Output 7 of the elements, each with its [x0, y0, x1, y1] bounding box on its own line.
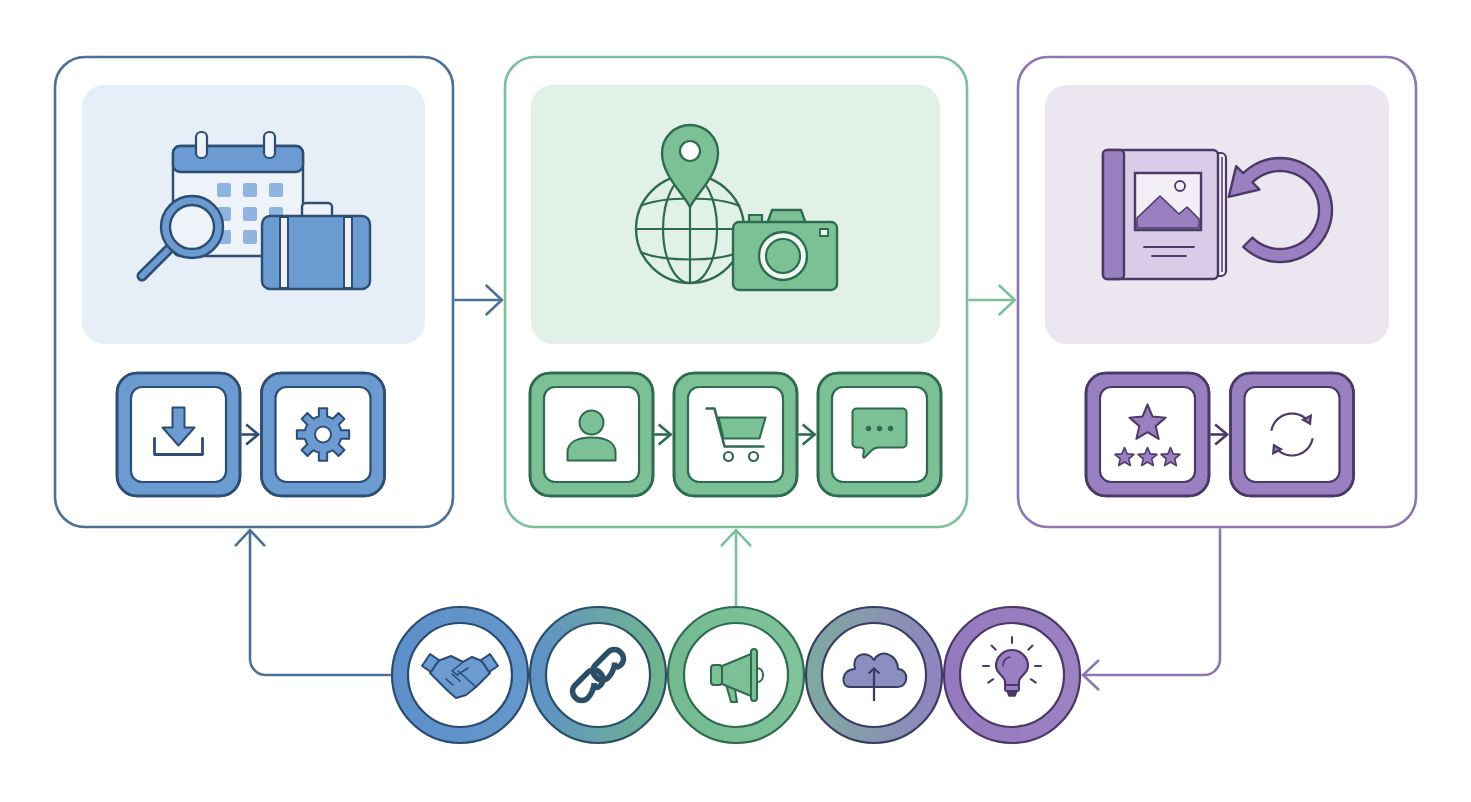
arrow — [234, 528, 391, 677]
arrow — [720, 528, 752, 606]
ring — [528, 605, 668, 745]
icon-box — [1084, 371, 1211, 498]
icon-box — [115, 371, 242, 498]
arrow — [1081, 528, 1222, 691]
icon-box — [1229, 371, 1355, 498]
